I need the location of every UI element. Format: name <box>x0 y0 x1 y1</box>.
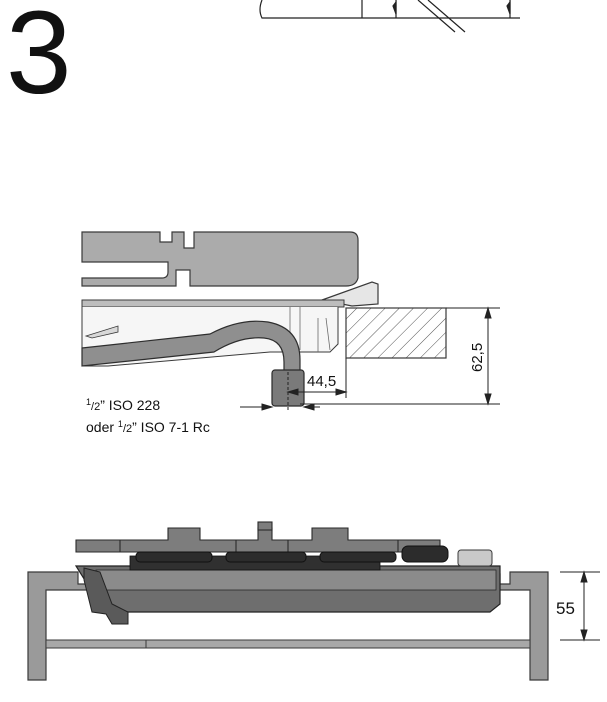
control-knob <box>457 549 493 567</box>
dimension-44-5 <box>240 358 348 412</box>
worktop <box>345 307 447 359</box>
dimension-label-44-5: 44,5 <box>307 373 336 390</box>
dimension-62-5 <box>300 306 500 406</box>
installation-side-view: 55 <box>27 521 600 681</box>
pan-support <box>81 231 359 287</box>
gas-connector-side <box>83 567 129 625</box>
step-number: 3 <box>6 0 72 119</box>
burners-side <box>135 545 449 563</box>
top-fragment <box>259 0 520 33</box>
thread-note-line-1: 1/2” ISO 228 <box>86 397 161 413</box>
dimension-label-62-5: 62,5 <box>469 343 486 372</box>
cabinet-shelf <box>45 639 531 649</box>
thread-note-line-2: oder 1/2” ISO 7-1 Rc <box>86 419 210 435</box>
hob-plate <box>81 299 345 308</box>
cross-section-diagram: 62,5 44,5 <box>81 231 500 412</box>
dimension-55 <box>560 570 600 642</box>
pan-supports-side <box>75 521 441 553</box>
connection-thread-note: 1/2” ISO 228 oder 1/2” ISO 7-1 Rc <box>86 394 210 438</box>
dimension-label-55: 55 <box>556 599 575 618</box>
